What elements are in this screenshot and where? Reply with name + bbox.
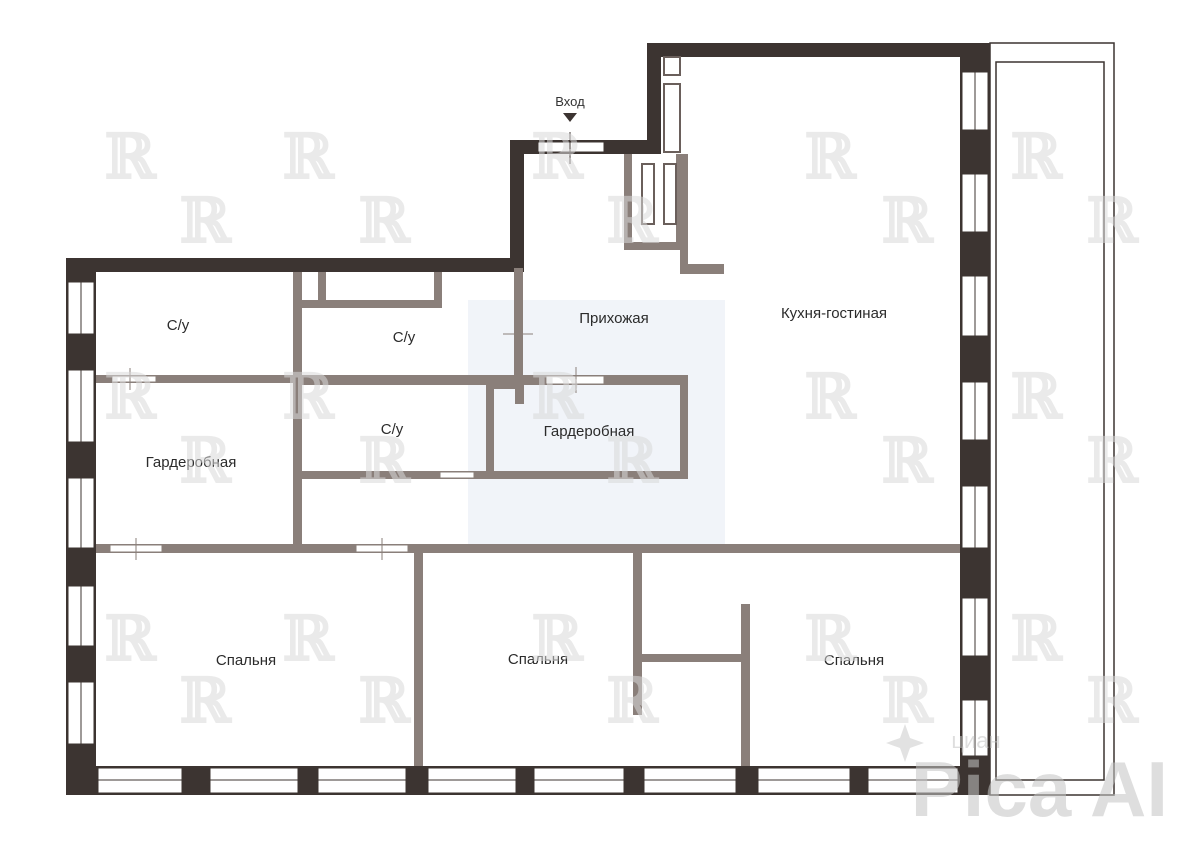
label-bath-3: С/у — [381, 421, 404, 438]
label-wardrobe-center: Гардеробная — [544, 423, 635, 440]
label-hallway: Прихожая — [579, 310, 649, 327]
watermark-logo: ℝ — [1086, 424, 1139, 497]
brand-sub-text: циан — [951, 728, 1000, 753]
watermark-logo: ℝ — [358, 424, 411, 497]
watermark-logo: ℝ — [282, 360, 335, 433]
watermark-logo: ℝ — [881, 184, 934, 257]
wall-openings — [538, 142, 604, 152]
shafts — [641, 56, 681, 225]
room-labels: С/у С/у С/у Прихожая Кухня-гостиная Гард… — [146, 305, 887, 669]
watermark-logo: ℝ — [531, 360, 584, 433]
watermark-logo: ℝ — [606, 184, 659, 257]
watermark-logo: ℝ — [804, 120, 857, 193]
watermark-logo: ℝ — [358, 184, 411, 257]
watermark-logo: ℝ — [1010, 360, 1063, 433]
brand-text: Pica AI — [911, 745, 1168, 833]
watermark-logo: ℝ — [1086, 184, 1139, 257]
entrance-label: Вход — [555, 94, 585, 109]
brand-watermark: циан Pica AI — [886, 724, 1168, 833]
watermark-logo: ℝ — [179, 664, 232, 737]
label-bedroom-2: Спальня — [508, 651, 568, 668]
watermark-logo: ℝ — [1010, 602, 1063, 675]
label-bedroom-1: Спальня — [216, 652, 276, 669]
watermark-logo: ℝ — [282, 120, 335, 193]
label-bath-2: С/у — [393, 329, 416, 346]
watermark-logo: ℝ — [881, 424, 934, 497]
watermark-logo: ℝ — [104, 602, 157, 675]
label-bath-1: С/у — [167, 317, 190, 334]
label-wardrobe-left: Гардеробная — [146, 454, 237, 471]
watermark-logos: ℝ ℝ ℝ ℝ ℝ ℝ ℝ ℝ ℝ ℝ ℝ ℝ ℝ ℝ ℝ ℝ ℝ ℝ ℝ ℝ … — [104, 120, 1139, 737]
watermark-logo: ℝ — [358, 664, 411, 737]
watermark-logo: ℝ — [282, 602, 335, 675]
watermark-logo: ℝ — [1086, 664, 1139, 737]
watermark-logo: ℝ — [104, 120, 157, 193]
watermark-logo: ℝ — [179, 424, 232, 497]
watermark-logo: ℝ — [804, 360, 857, 433]
inner-walls — [96, 154, 960, 766]
label-bedroom-3: Спальня — [824, 652, 884, 669]
watermark-logo: ℝ — [606, 424, 659, 497]
entrance-door — [537, 132, 605, 164]
entrance-marker: Вход — [555, 94, 585, 122]
watermark-logo: ℝ — [104, 360, 157, 433]
watermark-logo: ℝ — [1010, 120, 1063, 193]
watermark-logo: ℝ — [179, 184, 232, 257]
door-swings — [129, 333, 577, 560]
watermark-logo: ℝ — [606, 664, 659, 737]
watermark-logo: ℝ — [531, 602, 584, 675]
label-kitchen-living: Кухня-гостиная — [781, 305, 887, 322]
watermark-logo: ℝ — [804, 602, 857, 675]
watermark-logo: ℝ — [531, 120, 584, 193]
watermark-logo: ℝ — [881, 664, 934, 737]
sparkle-icon — [886, 724, 924, 762]
